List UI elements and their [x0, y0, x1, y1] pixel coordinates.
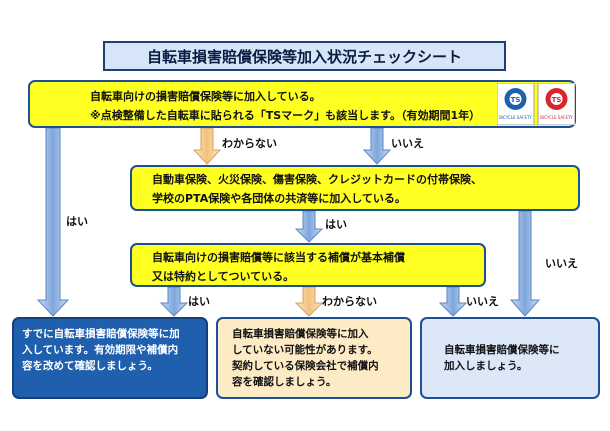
result-1-line-1: すでに自転車損害賠償保険等に加 — [22, 328, 180, 340]
result-2-line-4: 容を確認しましょう。 — [232, 376, 337, 388]
result-3-line-1: 自転車損害賠償保険等に — [444, 344, 560, 356]
arrow-q1-hai — [36, 127, 70, 317]
label-q3-hai: はい — [188, 295, 210, 308]
result-3-line-2: 加入しましょう。 — [444, 360, 528, 372]
question-1-box: 自転車向けの損害賠償保険等に加入している。 ※点検整備した自転車に貼られる「TS… — [28, 80, 576, 128]
result-2-line-1: 自転車損害賠償保険等に加入 — [232, 328, 369, 340]
result-already-insured: すでに自転車損害賠償保険等に加 入しています。有効期限や補償内 容を改めて確認し… — [12, 317, 208, 399]
label-q3-wakaranai: わからない — [322, 295, 377, 308]
label-q2-hai: はい — [325, 218, 347, 231]
question-2-line-2: 学校のPTA保険や各団体の共済等に加入している。 — [152, 192, 406, 205]
result-2-line-3: 契約している保険会社で補償内 — [232, 360, 379, 372]
result-1-line-3: 容を改めて確認しましょう。 — [22, 360, 158, 372]
label-q1-wakaranai: わからない — [222, 137, 277, 150]
arrow-q2-hai — [294, 210, 324, 243]
result-1-line-2: 入しています。有効期限や補償内 — [22, 344, 179, 356]
arrow-q3-iie — [438, 286, 468, 317]
result-please-enroll: 自転車損害賠償保険等に 加入しましょう。 — [420, 317, 600, 399]
arrow-q3-wakaranai — [294, 286, 324, 317]
result-possibly-uninsured: 自転車損害賠償保険等に加入 していない可能性があります。 契約している保険会社で… — [216, 317, 412, 399]
ts-mark-blue-caption: BICYCLE SAFETY — [499, 115, 532, 120]
ts-mark-red-caption: BICYCLE SAFETY — [540, 115, 573, 120]
question-1-line-1: 自転車向けの損害賠償保険等に加入している。 — [90, 90, 321, 103]
result-2-line-2: していない可能性があります。 — [232, 344, 378, 356]
question-2-box: 自動車保険、火災保険、傷害保険、クレジットカードの付帯保険、 学校のPTA保険や… — [130, 165, 580, 211]
label-q3-iie: いいえ — [466, 295, 499, 308]
ts-marks: TS BICYCLE SAFETY TS BICYCLE SAFETY — [496, 82, 576, 126]
label-q2-iie: いいえ — [545, 257, 578, 270]
ts-mark-icons: TS BICYCLE SAFETY TS BICYCLE SAFETY — [496, 82, 576, 126]
question-2-line-1: 自動車保険、火災保険、傷害保険、クレジットカードの付帯保険、 — [152, 173, 482, 186]
arrow-q2-iie — [509, 210, 541, 317]
question-3-line-1: 自転車向けの損害賠償等に該当する補償が基本補償 — [152, 251, 405, 264]
question-1-line-2: ※点検整備した自転車に貼られる「TSマーク」も該当します。（有効期間1年） — [90, 109, 481, 122]
sheet-title: 自転車損害賠償保険等加入状況チェックシート — [103, 41, 506, 71]
svg-text:TS: TS — [511, 96, 521, 104]
arrow-q1-iie — [362, 127, 392, 165]
svg-text:TS: TS — [552, 96, 562, 104]
question-3-box: 自転車向けの損害賠償等に該当する補償が基本補償 又は特約としてついている。 — [130, 243, 486, 287]
label-q1-iie: いいえ — [391, 137, 424, 150]
arrow-q3-hai — [159, 286, 189, 317]
question-3-line-2: 又は特約としてついている。 — [152, 270, 295, 283]
label-q1-hai: はい — [66, 215, 88, 228]
arrow-q1-wakaranai — [192, 127, 222, 165]
